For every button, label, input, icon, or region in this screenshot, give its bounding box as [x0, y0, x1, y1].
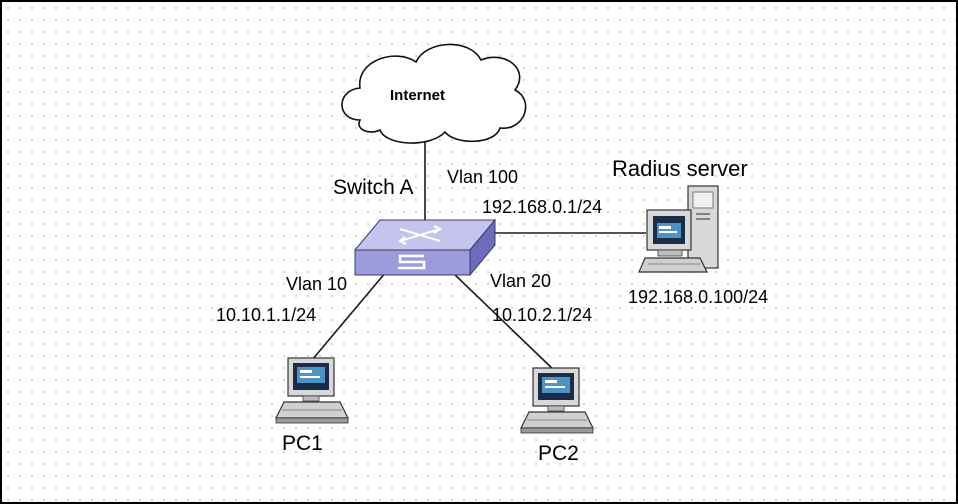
server-keyboard [638, 257, 708, 273]
pc2-icon [520, 367, 594, 434]
pc2-vlan-label: Vlan 20 [490, 271, 551, 291]
server-screen-window [657, 223, 681, 238]
switch-label: Switch A [333, 176, 414, 199]
switch-arrows-icon [397, 225, 443, 245]
radius-server-label: Radius server [612, 156, 748, 181]
cloud-icon [341, 43, 527, 144]
server-drive-bay [692, 191, 714, 209]
switch-icon [353, 218, 497, 277]
pc2-label: PC2 [538, 442, 579, 465]
internet-label: Internet [390, 87, 445, 104]
pc1-ip-label: 10.10.1.1/24 [216, 305, 316, 325]
pc1-label: PC1 [282, 432, 323, 455]
pc1-vlan-label: Vlan 10 [286, 274, 347, 294]
pc2-screen-window [542, 377, 570, 393]
switch-side-face [469, 218, 496, 277]
pc1-link [311, 271, 387, 361]
vlan-100-ip-label: 192.168.0.1/24 [482, 197, 602, 217]
pc1-screen-window [297, 367, 325, 383]
pc1-icon [275, 357, 349, 424]
radius-server-icon [638, 185, 719, 273]
switch-logo-icon [398, 254, 426, 270]
vlan-100-label: Vlan 100 [447, 167, 518, 187]
pc2-link [451, 271, 557, 373]
pc2-ip-label: 10.10.2.1/24 [492, 305, 592, 325]
radius-server-ip-label: 192.168.0.100/24 [628, 287, 768, 307]
